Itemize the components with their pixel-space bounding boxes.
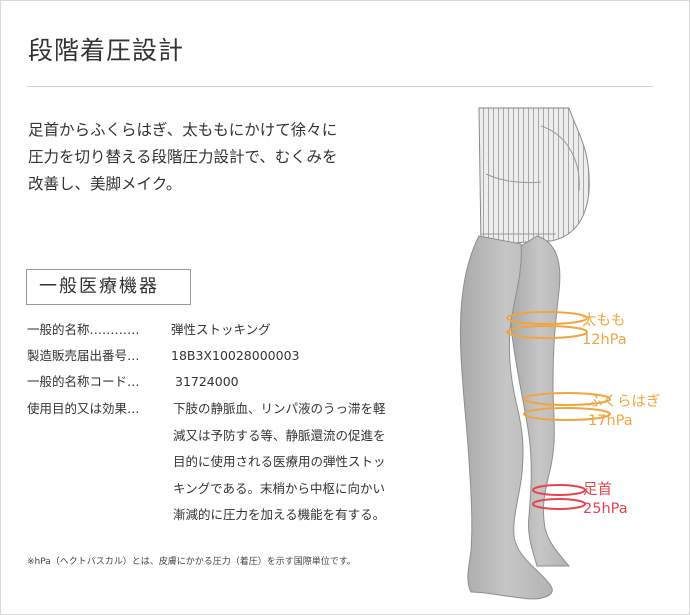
thigh-part: 太もも	[582, 313, 626, 329]
panty-section	[478, 107, 590, 247]
page-title: 段階着圧設計	[28, 36, 185, 65]
usage-line: キングである。末梢から中枢に向かい	[173, 480, 386, 496]
ankle-part: 足首	[583, 482, 612, 498]
calf-value: 17hPa	[588, 413, 633, 429]
spec-label: 一般的名称…………	[27, 322, 140, 337]
footnote: ※hPa（ヘクトパスカル）とは、皮膚にかかる圧力（着圧）を示す国際単位です。	[27, 557, 356, 567]
title-divider	[27, 86, 653, 87]
ankle-pressure-label: 足首 25hPa	[583, 481, 628, 519]
thigh-value: 12hPa	[582, 332, 627, 348]
spec-value: 31724000	[175, 374, 239, 389]
usage-line: 漸減的に圧力を加える機能を有する。	[173, 507, 386, 522]
calf-pressure-label: ふくらはぎ 17hPa	[588, 393, 661, 431]
thigh-ring	[506, 311, 588, 325]
intro-text: 足首からふくらはぎ、太ももにかけて徐々に 圧力を切り替える段階圧力設計で、むくみ…	[28, 117, 388, 198]
front-leg	[459, 235, 553, 600]
usage-text: 下肢の静脈血、リンパ液のうっ滞を軽 減又は予防する等、静脈還流の促進を 目的に使…	[173, 396, 438, 529]
spec-row: 一般的名称コード… 31724000	[27, 373, 447, 399]
ankle-ring	[532, 484, 586, 496]
usage-line: 減又は予防する等、静脈還流の促進を	[173, 427, 386, 443]
stocking-illustration	[459, 107, 611, 600]
spec-list: 一般的名称………… 弾性ストッキング 製造販売届出番号… 18B3X100280…	[27, 321, 447, 399]
usage-line: 目的に使用される医療用の弾性ストッ	[173, 454, 386, 469]
spec-label: 製造販売届出番号…	[27, 348, 140, 363]
usage-line: 下肢の静脈血、リンパ液のうっ滞を軽	[173, 401, 386, 416]
usage-label: 使用目的又は効果…	[27, 401, 140, 416]
spec-value: 18B3X10028000003	[171, 348, 300, 363]
spec-row: 一般的名称………… 弾性ストッキング	[27, 321, 447, 347]
ankle-ring	[532, 498, 586, 510]
spec-label: 一般的名称コード…	[27, 374, 140, 389]
intro-line: 足首からふくらはぎ、太ももにかけて徐々に	[28, 121, 338, 139]
category-label: 一般医療機器	[26, 269, 191, 305]
ankle-value: 25hPa	[583, 501, 628, 517]
calf-part: ふくらはぎ	[588, 394, 661, 410]
back-leg	[510, 235, 571, 567]
spec-row: 製造販売届出番号… 18B3X10028000003	[27, 347, 447, 373]
calf-ring	[523, 392, 611, 406]
thigh-pressure-label: 太もも 12hPa	[582, 312, 627, 350]
intro-line: 圧力を切り替える段階圧力設計で、むくみを	[28, 148, 338, 166]
calf-ring	[523, 407, 611, 421]
intro-line: 改善し、美脚メイク。	[28, 175, 182, 193]
spec-value: 弾性ストッキング	[171, 322, 271, 337]
thigh-ring	[506, 325, 588, 339]
